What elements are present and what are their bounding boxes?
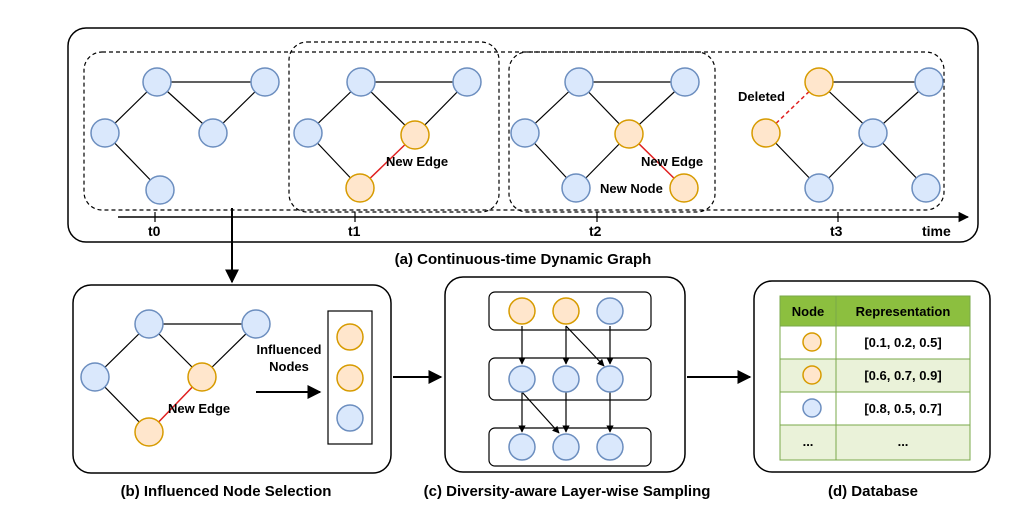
panel-d-caption: (d) Database	[828, 483, 918, 500]
panel-b-new-edge-label: New Edge	[168, 401, 230, 416]
sample-node	[552, 365, 580, 393]
sample-node	[508, 433, 536, 461]
node	[241, 309, 271, 339]
node	[293, 118, 323, 148]
panel-d-frame	[753, 280, 991, 473]
panel-a-caption: (a) Continuous-time Dynamic Graph	[395, 251, 652, 268]
table-header-representation: Representation	[856, 304, 951, 319]
graph-t1	[307, 81, 468, 189]
node	[670, 67, 700, 97]
node-influenced	[345, 173, 375, 203]
table-cell-representation: [0.1, 0.2, 0.5]	[864, 335, 941, 350]
node	[250, 67, 280, 97]
table-cell-representation: ...	[898, 434, 909, 449]
node	[134, 309, 164, 339]
node	[452, 67, 482, 97]
t3-deleted-label: Deleted	[738, 89, 785, 104]
node	[90, 118, 120, 148]
node-influenced	[804, 67, 834, 97]
sampling-layer-2	[488, 357, 652, 401]
sample-node	[596, 433, 624, 461]
table-node-orange	[802, 332, 822, 352]
t1-new-edge-label: New Edge	[386, 154, 448, 169]
node	[510, 118, 540, 148]
node	[80, 362, 110, 392]
sample-node	[552, 297, 580, 325]
panel-a-frame	[67, 27, 979, 243]
node	[145, 175, 175, 205]
node-influenced	[400, 120, 430, 150]
node	[346, 67, 376, 97]
node-influenced	[187, 362, 217, 392]
node-influenced	[751, 118, 781, 148]
tick-t3-label: t3	[830, 223, 843, 239]
node	[198, 118, 228, 148]
time-label: time	[922, 223, 951, 239]
table-node-ellipsis: ...	[803, 434, 814, 449]
snapshot-t1-box	[288, 41, 500, 213]
t2-new-node-label: New Node	[600, 181, 663, 196]
node	[914, 67, 944, 97]
tick-t0-label: t0	[148, 223, 161, 239]
sample-node	[552, 433, 580, 461]
influenced-node-2	[336, 364, 364, 392]
sample-node	[508, 297, 536, 325]
tick-t2-label: t2	[589, 223, 602, 239]
table-header-row	[779, 295, 971, 327]
panel-d: Node Representation ... [0.1, 0.2, 0.5] …	[753, 280, 991, 500]
panel-a: t0 t1 t2 t3 time	[67, 27, 979, 268]
panel-b: New Edge Influenced Nodes (b) Influenced…	[72, 284, 392, 500]
panel-c-frame	[444, 276, 686, 473]
node	[804, 173, 834, 203]
influenced-node-1	[336, 323, 364, 351]
tick-t1-label: t1	[348, 223, 361, 239]
t3-deleted-edge-line	[765, 81, 820, 134]
panel-c-caption: (c) Diversity-aware Layer-wise Sampling	[424, 483, 711, 500]
node-new	[669, 173, 699, 203]
table-node-blue	[802, 398, 822, 418]
graph-t3	[765, 81, 930, 189]
snapshot-t0-box	[83, 51, 945, 211]
table-cell-representation: [0.6, 0.7, 0.9]	[864, 368, 941, 383]
table-header-node: Node	[792, 304, 825, 319]
panel-b-caption: (b) Influenced Node Selection	[121, 483, 332, 500]
node-influenced	[134, 417, 164, 447]
influenced-label-line1: Influenced	[256, 342, 321, 357]
influenced-node-3	[336, 404, 364, 432]
table-cell-representation: [0.8, 0.5, 0.7]	[864, 401, 941, 416]
sample-node	[596, 297, 624, 325]
graph-t2	[524, 81, 686, 189]
influenced-nodes-list	[327, 310, 373, 445]
sample-node	[508, 365, 536, 393]
node	[142, 67, 172, 97]
node-influenced	[614, 119, 644, 149]
graph-t0	[104, 81, 266, 191]
t2-new-edge-label: New Edge	[641, 154, 703, 169]
table-node-orange	[802, 365, 822, 385]
node	[911, 173, 941, 203]
sample-node	[596, 365, 624, 393]
panel-b-frame	[72, 284, 392, 474]
table-row	[779, 424, 971, 461]
node	[858, 118, 888, 148]
node	[564, 67, 594, 97]
sampling-layer-3	[488, 427, 652, 467]
influenced-label-line2: Nodes	[269, 359, 309, 374]
snapshot-t2-box	[508, 51, 716, 213]
panel-c: (c) Diversity-aware Layer-wise Sampling	[424, 276, 711, 500]
node	[561, 173, 591, 203]
